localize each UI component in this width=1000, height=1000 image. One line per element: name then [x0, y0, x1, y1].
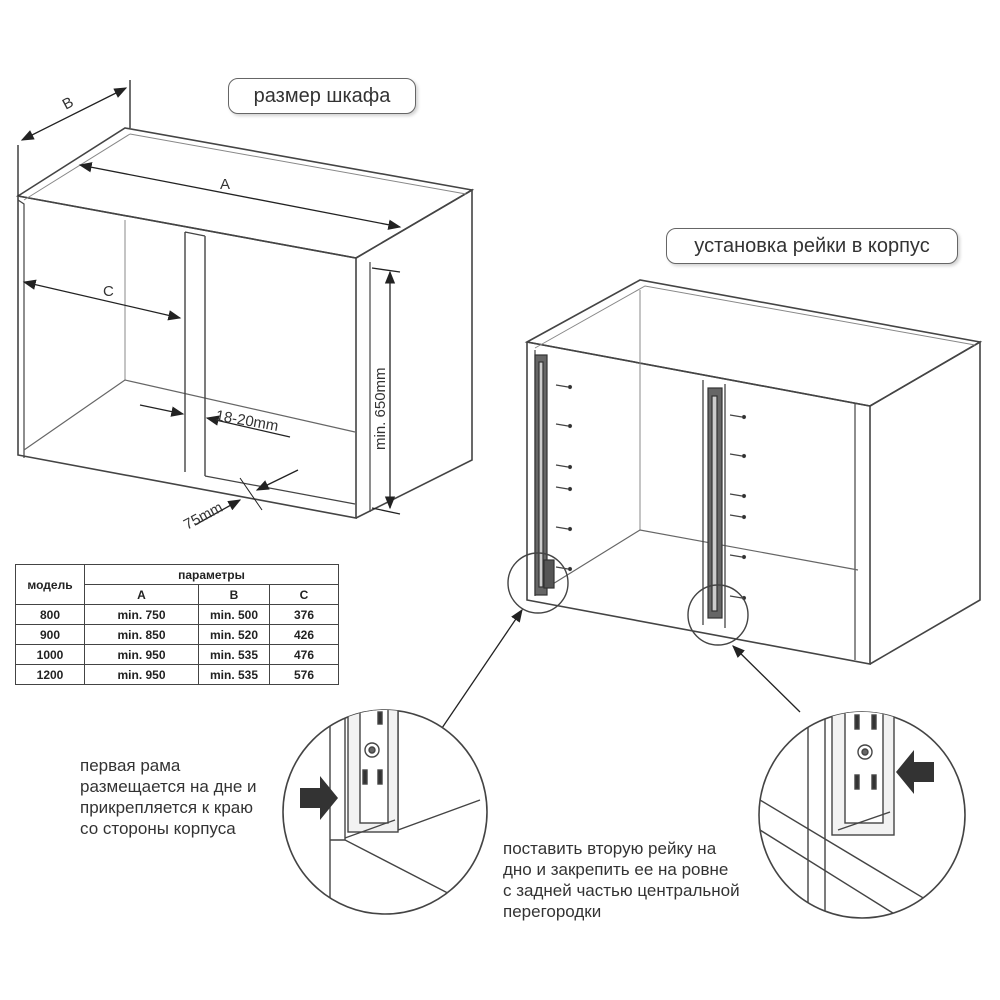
cell-b: min. 500: [198, 604, 270, 625]
cell-c: 376: [269, 604, 339, 625]
cell-a: min. 850: [84, 624, 199, 645]
table-row: 900 min. 850 min. 520 426: [15, 624, 339, 645]
dim-height-label: min. 650mm: [372, 367, 389, 450]
detail-marker-left: [507, 552, 569, 614]
model-header: модель: [15, 564, 85, 605]
cell-b: min. 535: [198, 644, 270, 665]
cell-model: 800: [15, 604, 85, 625]
cell-c: 426: [269, 624, 339, 645]
cell-a: min. 750: [84, 604, 199, 625]
cell-b: min. 535: [198, 664, 270, 685]
dim-partition-label: 18-20mm: [214, 407, 279, 435]
rail-install-drawing: [524, 279, 983, 665]
arrow-pointer-right: [896, 750, 934, 794]
leader-left: [441, 608, 523, 729]
screw-markers: [555, 384, 747, 601]
cell-c: 476: [269, 644, 339, 665]
second-rail-note: поставить вторую рейку на дно и закрепит…: [503, 839, 740, 921]
dimension-lines: [17, 80, 402, 526]
cabinet-size-title: размер шкафа: [228, 78, 416, 114]
arrow-pointer-left: [300, 776, 338, 820]
col-c-header: C: [269, 584, 339, 605]
cell-model: 1000: [15, 644, 85, 665]
dim-c-label: C: [103, 283, 114, 300]
dim-b-label: B: [60, 94, 77, 114]
rail-left: [534, 354, 555, 596]
cell-a: min. 950: [84, 644, 199, 665]
dim-offset-label: 75mm: [181, 499, 226, 534]
table-row: 1200 min. 950 min. 535 576: [15, 664, 339, 685]
parameters-table: модель параметры A B C 800 min. 750 min.…: [15, 564, 339, 685]
detail-circle-right: [758, 711, 966, 919]
col-b-header: B: [198, 584, 270, 605]
detail-circle-left: [282, 709, 488, 915]
cabinet-size-drawing: [15, 127, 475, 519]
params-header: параметры: [84, 564, 339, 585]
first-frame-note: первая рама размещается на дне и прикреп…: [80, 756, 257, 838]
cell-c: 576: [269, 664, 339, 685]
cell-model: 1200: [15, 664, 85, 685]
cell-b: min. 520: [198, 624, 270, 645]
cell-model: 900: [15, 624, 85, 645]
col-a-header: A: [84, 584, 199, 605]
detail-marker-right: [687, 584, 749, 646]
table-row: 1000 min. 950 min. 535 476: [15, 644, 339, 665]
table-row: 800 min. 750 min. 500 376: [15, 604, 339, 625]
dim-a-label: A: [220, 176, 230, 193]
cell-a: min. 950: [84, 664, 199, 685]
rail-install-title: установка рейки в корпус: [666, 228, 958, 264]
leader-right: [732, 645, 801, 713]
rail-right: [707, 387, 723, 619]
